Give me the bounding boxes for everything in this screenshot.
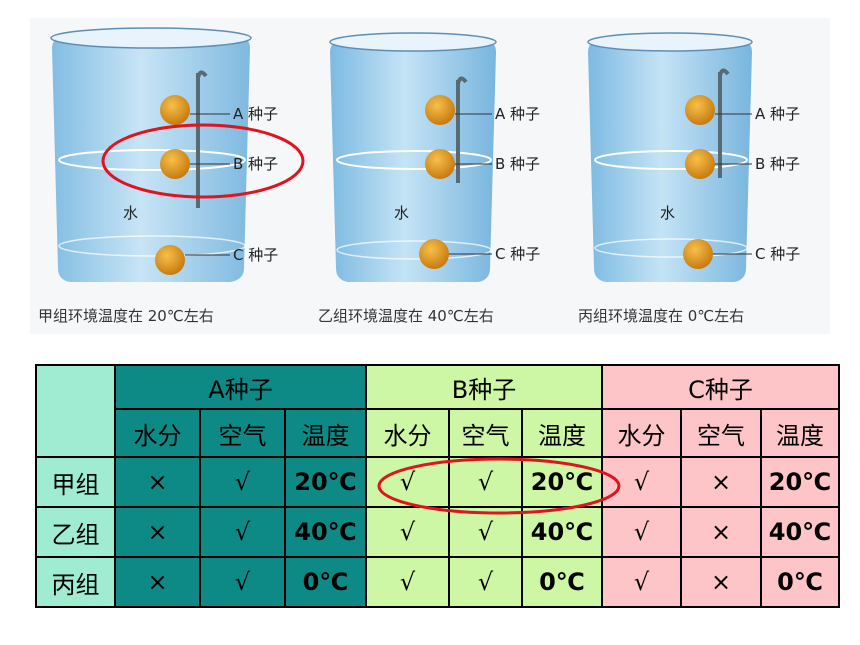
group-header-a: A种子 [114, 364, 367, 410]
table-cell: √ [199, 506, 286, 558]
table-sub-header-row: 水分 空气 温度 水分 空气 温度 水分 空气 温度 [36, 408, 841, 458]
table-row: 丙组 × √ 0℃ √ √ 0℃ √ × 0℃ [35, 556, 841, 608]
beaker-jia [50, 27, 305, 282]
beaker-bing [587, 32, 753, 282]
table-cell: 40℃ [759, 506, 841, 558]
row-label: 乙组 [35, 506, 116, 558]
table-cell: √ [365, 506, 450, 558]
table-cell: √ [365, 556, 450, 608]
label-bing-a: A 种子 [755, 105, 800, 123]
caption-bing: 丙组环境温度在 0℃左右 [578, 307, 744, 325]
table-cell: √ [448, 456, 523, 508]
table-cell: √ [199, 456, 286, 508]
row-label: 甲组 [35, 456, 116, 508]
seed-c-icon [419, 239, 449, 269]
table-cell: × [114, 556, 201, 608]
label-bing-c: C 种子 [755, 245, 800, 263]
group-header-b: B种子 [365, 364, 603, 410]
table-corner-cell [35, 364, 116, 458]
table-cell: 40℃ [521, 506, 603, 558]
sub-header-temp: 温度 [521, 408, 603, 458]
row-label: 丙组 [35, 556, 116, 608]
sub-header-water: 水分 [601, 408, 682, 458]
table-cell: √ [448, 506, 523, 558]
experiment-table: A种子 B种子 C种子 水分 空气 温度 水分 空气 温度 水分 空气 温度 甲… [35, 364, 841, 608]
highlight-ellipse [101, 123, 305, 199]
seed-c-icon [155, 245, 185, 275]
sub-header-air: 空气 [680, 408, 762, 458]
seed-b-icon [160, 149, 190, 179]
table-group-header-row: A种子 B种子 C种子 [35, 364, 841, 458]
experiment-illustration: A 种子 B 种子 C 种子 水 A 种子 B 种子 C 种子 水 A 种子 B… [30, 18, 830, 334]
table-cell: 0℃ [759, 556, 841, 608]
label-yi-water: 水 [394, 204, 409, 222]
sub-header-temp: 温度 [759, 408, 841, 458]
sub-header-air: 空气 [448, 408, 523, 458]
beakers-drawing: A 种子 B 种子 C 种子 水 A 种子 B 种子 C 种子 水 A 种子 B… [30, 18, 830, 334]
table-cell: 40℃ [284, 506, 367, 558]
label-jia-c: C 种子 [233, 246, 278, 264]
seed-c-icon [683, 239, 713, 269]
label-yi-c: C 种子 [495, 245, 540, 263]
caption-jia: 甲组环境温度在 20℃左右 [38, 307, 214, 325]
table-cell: √ [199, 556, 286, 608]
table-cell: 20℃ [759, 456, 841, 508]
seed-a-icon [160, 95, 190, 125]
seed-b-icon [425, 149, 455, 179]
table-cell: √ [601, 506, 682, 558]
table-cell: 0℃ [284, 556, 367, 608]
caption-yi: 乙组环境温度在 40℃左右 [318, 307, 494, 325]
sub-header-water: 水分 [114, 408, 201, 458]
table-cell: √ [601, 556, 682, 608]
label-jia-water: 水 [123, 204, 138, 222]
group-header-c: C种子 [600, 364, 841, 410]
label-bing-water: 水 [660, 204, 675, 222]
table-cell: 20℃ [521, 456, 603, 508]
table-cell: × [680, 506, 762, 558]
label-bing-b: B 种子 [755, 155, 800, 173]
seed-b-icon [685, 149, 715, 179]
table-cell: × [114, 506, 201, 558]
label-jia-a: A 种子 [233, 105, 278, 123]
table-cell: √ [448, 556, 523, 608]
table-cell: √ [365, 456, 450, 508]
beaker-yi [329, 32, 497, 282]
seed-a-icon [685, 95, 715, 125]
label-yi-b: B 种子 [495, 155, 540, 173]
label-yi-a: A 种子 [495, 105, 540, 123]
table-cell: 20℃ [284, 456, 367, 508]
sub-header-water: 水分 [365, 408, 450, 458]
seed-a-icon [425, 95, 455, 125]
table-cell: × [680, 456, 762, 508]
sub-header-temp: 温度 [284, 408, 367, 458]
sub-header-air: 空气 [199, 408, 286, 458]
label-jia-b: B 种子 [233, 155, 278, 173]
table-row: 甲组 × √ 20℃ √ √ 20℃ √ × 20℃ [35, 456, 841, 508]
table-cell: × [680, 556, 762, 608]
table-cell: × [114, 456, 201, 508]
table-row: 乙组 × √ 40℃ √ √ 40℃ √ × 40℃ [35, 506, 841, 558]
table-cell: √ [601, 456, 682, 508]
table-cell: 0℃ [521, 556, 603, 608]
